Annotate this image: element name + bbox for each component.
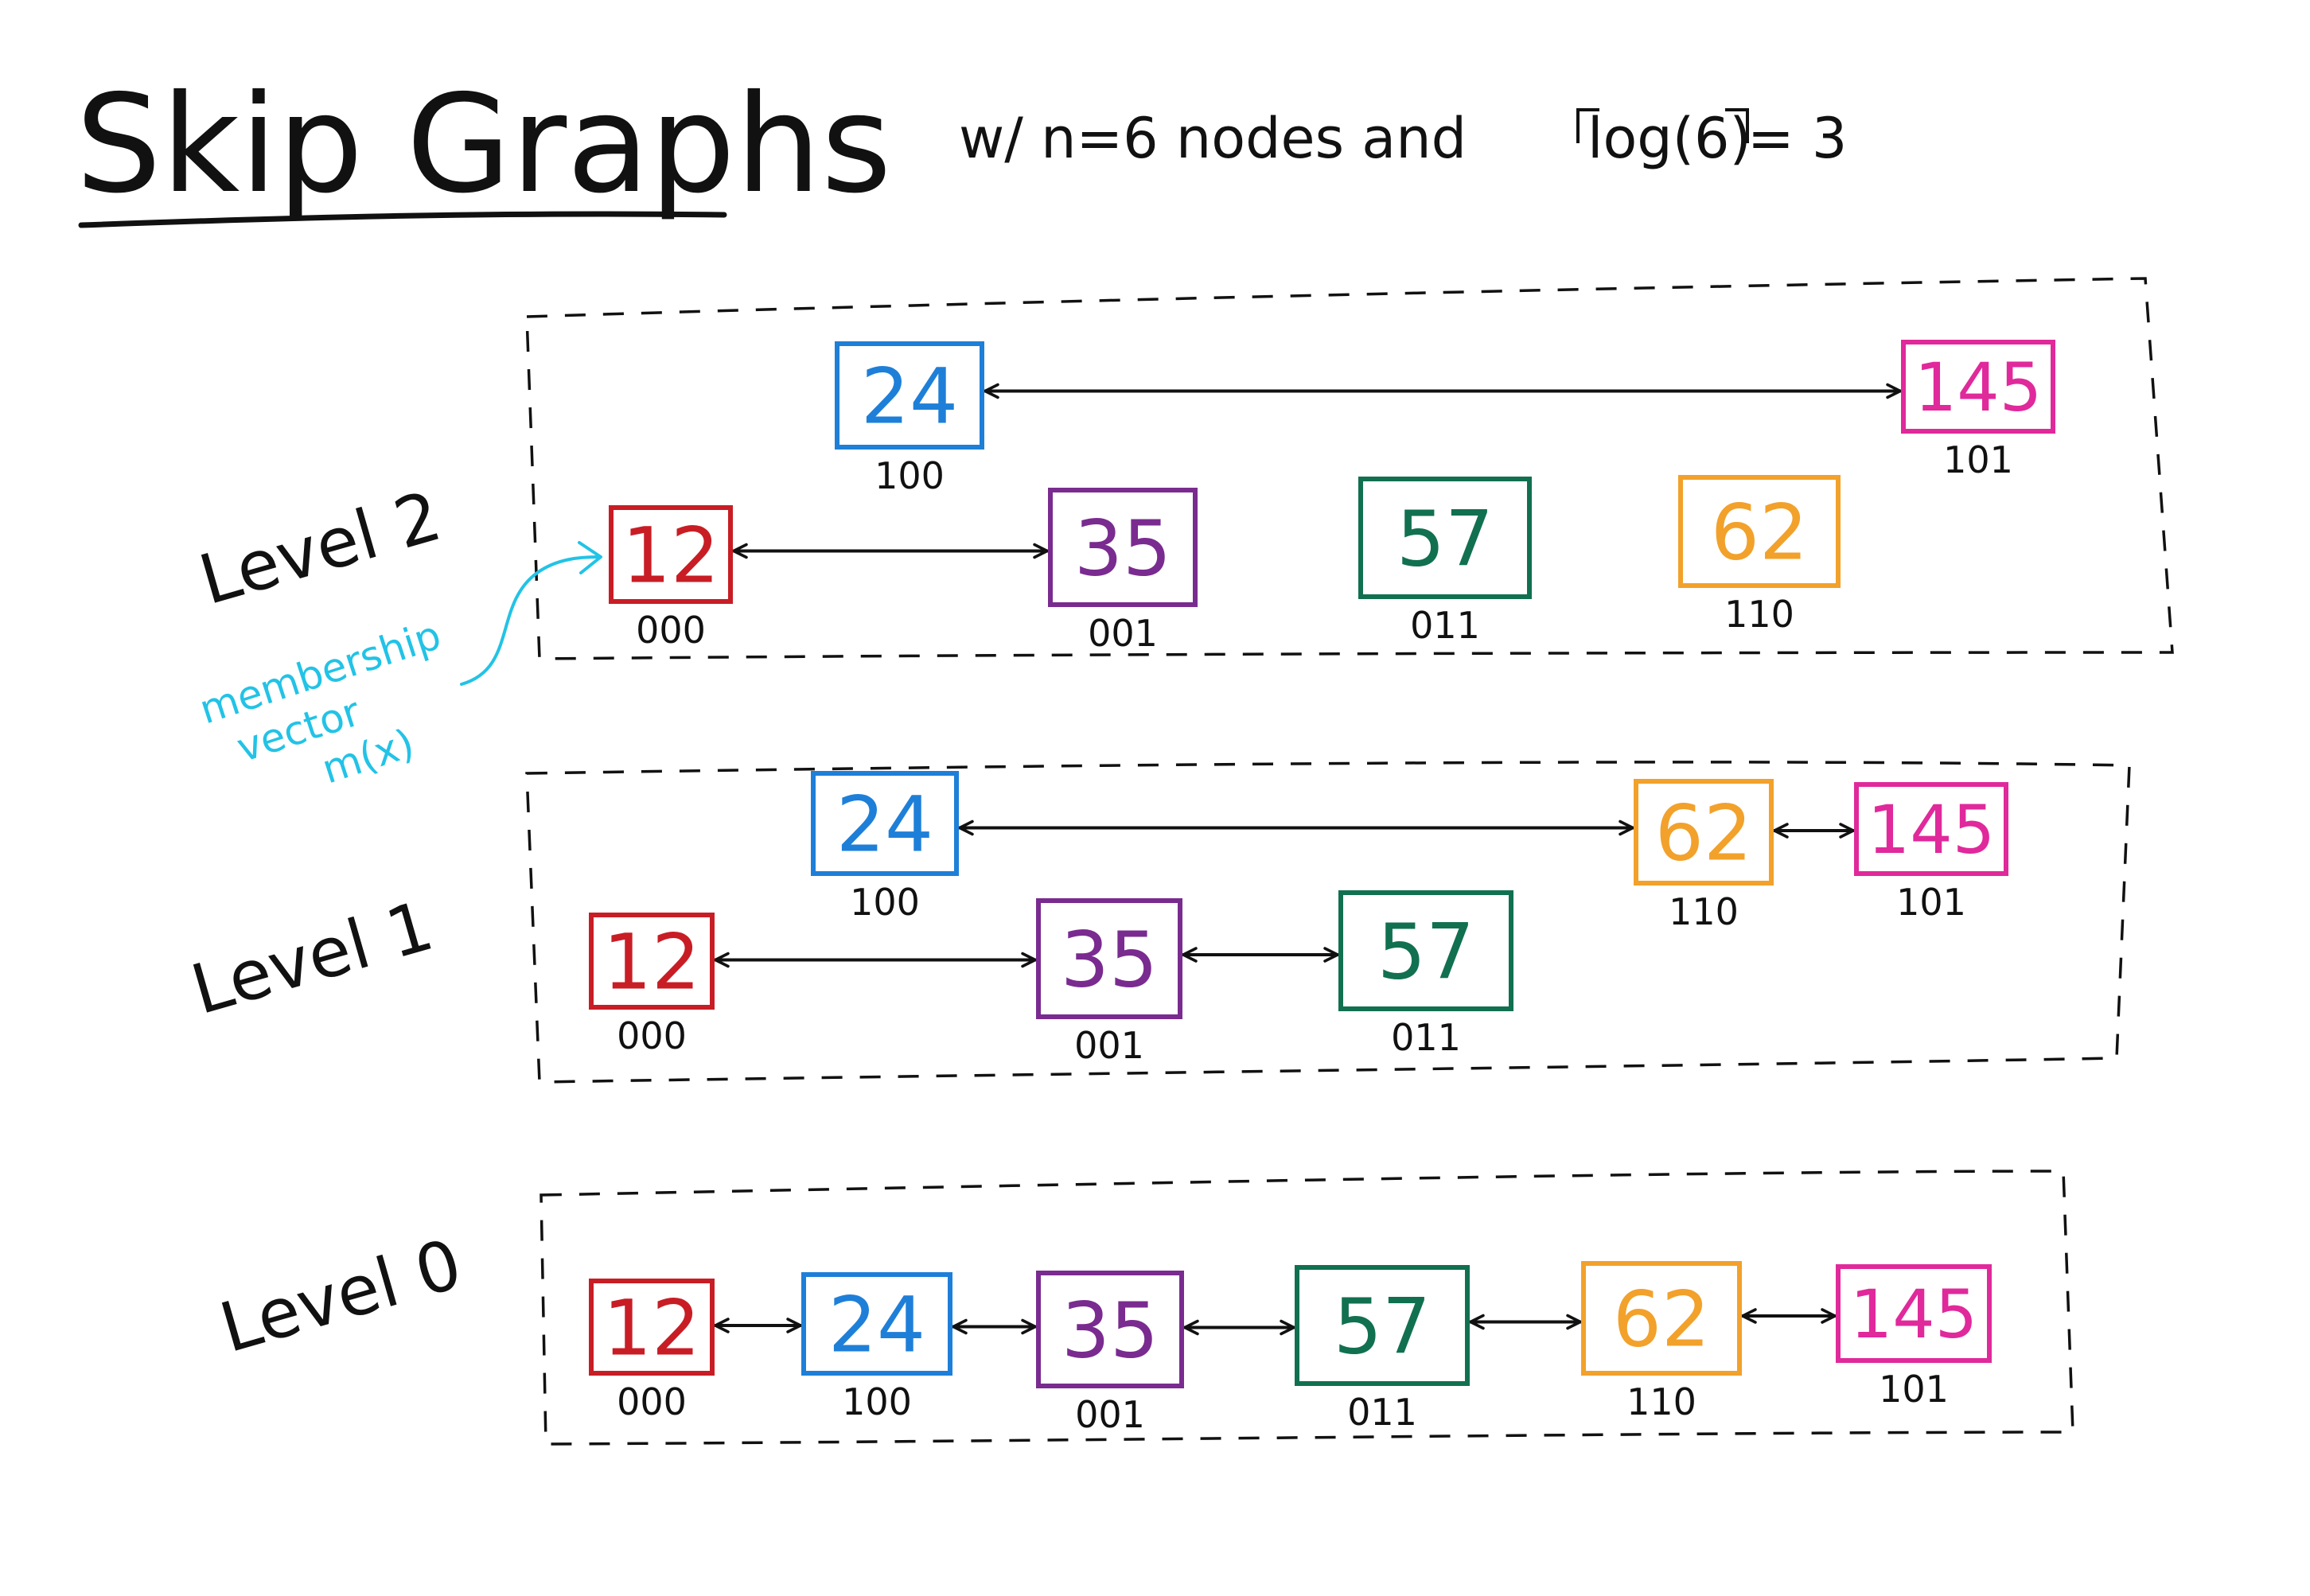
membership-vector-label: 001 (1075, 1393, 1145, 1436)
level-2-container (525, 277, 2174, 660)
node-key: 24 (861, 352, 958, 442)
node-box (1581, 1261, 1742, 1376)
level-1-label: Level 1 (183, 886, 442, 1030)
node-key: 145 (1868, 791, 1995, 869)
node-key: 12 (603, 1284, 700, 1373)
membership-vector-label: 101 (1879, 1368, 1949, 1411)
membership-vector-label: 100 (875, 454, 945, 497)
node-box (1901, 340, 2055, 434)
nodes-layer: 2410014510112000350015701162110241006211… (589, 340, 2055, 1436)
node-box (1048, 488, 1198, 607)
level-2-label: Level 2 (191, 477, 450, 621)
node-box (1295, 1265, 1470, 1386)
membership-vector-label: 001 (1088, 612, 1158, 655)
subtitle: w/ n=6 nodes and log(6) = 3 (959, 106, 1847, 171)
node-key: 24 (836, 780, 933, 870)
membership-vector-label: 011 (1391, 1016, 1461, 1059)
node-box (1678, 475, 1841, 588)
node-box (1338, 890, 1513, 1011)
subtitle-expression: log(6) (1587, 106, 1751, 171)
node-box (1036, 1271, 1184, 1388)
membership-vector-label: 100 (850, 881, 920, 924)
annotation-arrowhead (578, 541, 602, 574)
node-box (1036, 898, 1182, 1019)
node-box (1634, 779, 1774, 886)
title-underline (78, 211, 727, 228)
node-key: 35 (1061, 916, 1158, 1005)
node-key: 24 (828, 1281, 925, 1370)
membership-vector-label: 100 (842, 1380, 912, 1423)
node-key: 12 (622, 512, 719, 601)
node-box (609, 505, 733, 604)
node-key: 35 (1074, 504, 1171, 594)
subtitle-result: = 3 (1747, 106, 1847, 171)
ceiling-left-bracket (1576, 108, 1599, 143)
subtitle-prefix: w/ n=6 nodes and (959, 106, 1467, 171)
ceiling-right-bracket (1725, 108, 1749, 143)
page-title: Skip Graphs (76, 66, 892, 224)
node-key: 35 (1062, 1287, 1159, 1376)
node-box (801, 1272, 952, 1376)
membership-vector-label: 000 (617, 1014, 687, 1057)
node-box (1358, 477, 1532, 599)
membership-vector-label: 000 (617, 1380, 687, 1423)
level-0-label: Level 0 (212, 1224, 470, 1368)
node-key: 12 (603, 918, 700, 1007)
level-1-container (525, 761, 2131, 1084)
node-key: 62 (1613, 1275, 1710, 1364)
node-key: 62 (1655, 789, 1752, 878)
node-key: 145 (1850, 1275, 1977, 1353)
node-key: 145 (1915, 348, 2042, 426)
membership-vector-label: 011 (1410, 604, 1480, 647)
node-box (589, 1279, 715, 1376)
membership-vector-label: 101 (1896, 881, 1966, 924)
annotation-arrow (460, 555, 600, 686)
node-box (811, 771, 959, 876)
node-box (1836, 1264, 1992, 1363)
membership-vector-label: 000 (636, 609, 706, 652)
membership-vector-label: 001 (1074, 1024, 1144, 1067)
membership-vector-label: 110 (1626, 1380, 1696, 1423)
node-box (1854, 782, 2008, 876)
links-layer (714, 383, 1902, 1336)
membership-vector-label: 101 (1943, 438, 2013, 481)
membership-vector-label: 110 (1724, 593, 1794, 636)
node-box (835, 341, 984, 450)
node-key: 57 (1397, 495, 1494, 584)
node-key: 57 (1334, 1283, 1431, 1372)
node-box (589, 913, 715, 1010)
node-key: 62 (1711, 489, 1808, 578)
membership-vector-label: 011 (1347, 1391, 1417, 1434)
node-key: 57 (1377, 908, 1474, 997)
membership-vector-label: 110 (1669, 890, 1739, 933)
